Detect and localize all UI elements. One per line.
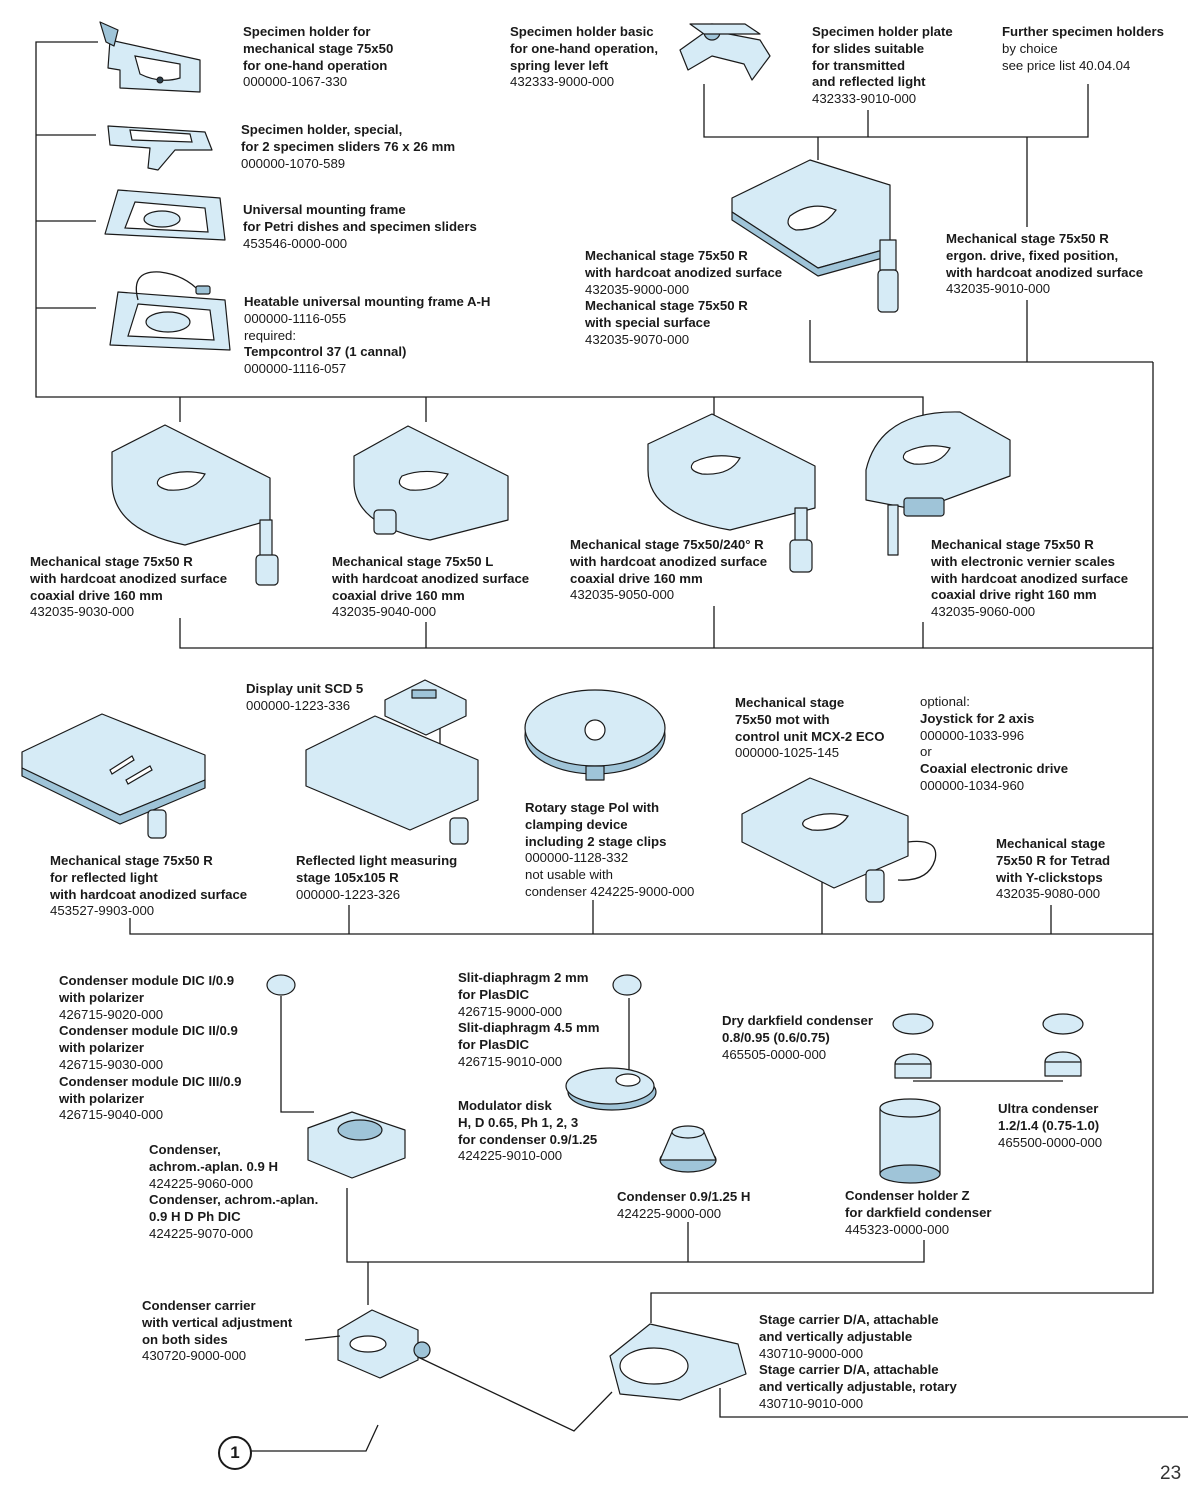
connector-lines xyxy=(35,41,1188,1452)
stage-row3-part-1 xyxy=(21,713,206,839)
stage-carrier-part xyxy=(609,1323,747,1401)
callout-number: 1 xyxy=(218,1436,252,1470)
darkfield-condenser-part xyxy=(892,1013,934,1079)
stage-row2-part-1 xyxy=(111,424,279,586)
condenser-09-125-part xyxy=(659,1125,717,1173)
condenser-achrom-part xyxy=(307,1111,406,1179)
stage-row2-part-2 xyxy=(353,425,509,541)
dic-module-part xyxy=(266,974,296,996)
page-number: 23 xyxy=(1160,1463,1182,1484)
condenser-carrier-part xyxy=(304,1309,431,1379)
stage-row2-part-4 xyxy=(865,411,1011,556)
ultra-condenser-part xyxy=(1042,1013,1084,1077)
mechanical-stage-mot-part xyxy=(741,777,937,903)
modulator-disk-part xyxy=(565,1067,657,1111)
specimen-holder-one-hand-part xyxy=(99,21,201,93)
specimen-holder-plate-part xyxy=(689,23,761,35)
slit-diaphragm-part xyxy=(612,974,642,996)
stage-row2-part-3 xyxy=(647,413,816,573)
label-specimen-holder-special: Specimen holder, special,for 2 specimen … xyxy=(241,122,456,171)
rotary-stage-part xyxy=(524,689,666,781)
display-unit-part xyxy=(384,679,467,736)
heatable-mounting-frame-part xyxy=(109,271,231,351)
reflected-light-stage-part xyxy=(305,715,479,845)
mechanical-stage-top-part xyxy=(731,159,899,313)
universal-mounting-frame-part xyxy=(104,189,226,241)
specimen-holder-special-part xyxy=(107,125,213,171)
condenser-holder-z-part xyxy=(879,1098,941,1184)
